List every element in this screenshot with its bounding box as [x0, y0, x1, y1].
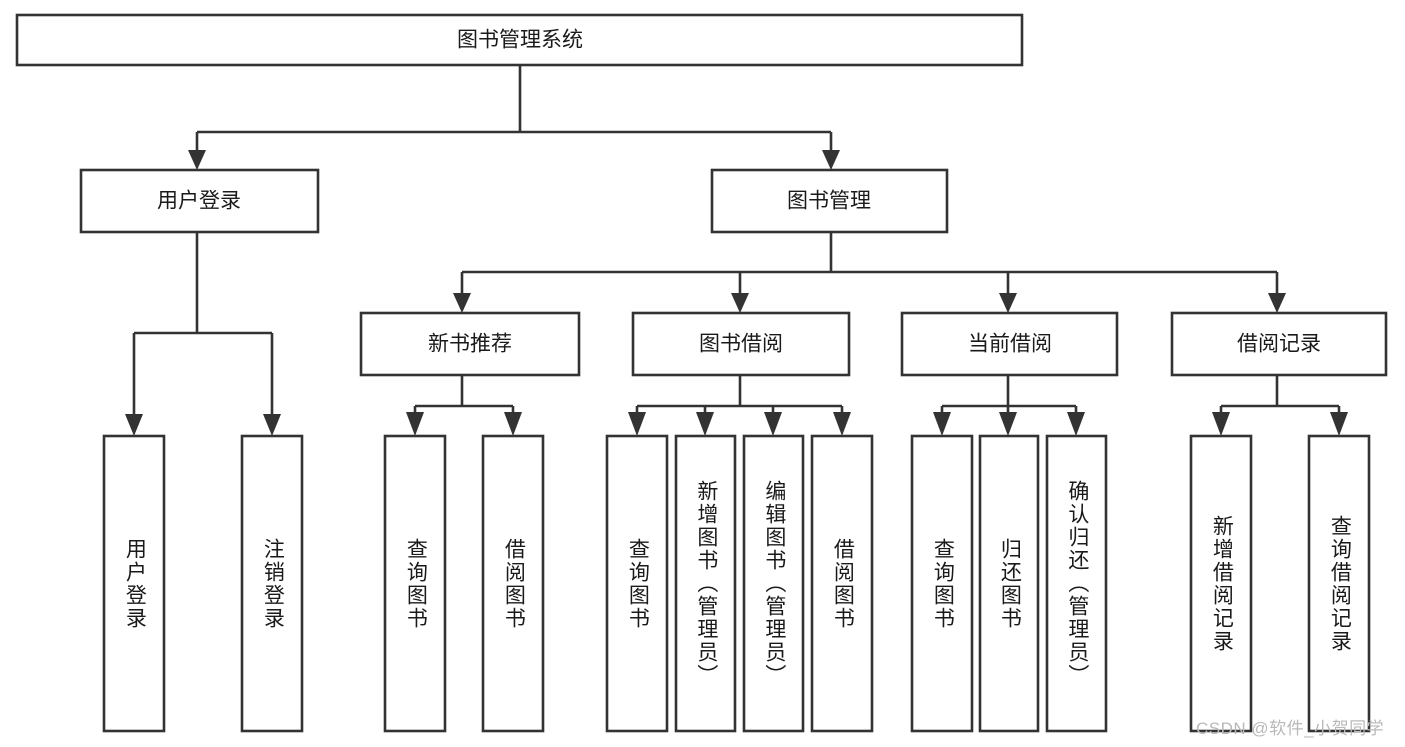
node-box-root[interactable]: [15, 13, 1024, 67]
arrow-head-book-borrow: [731, 293, 749, 313]
node-label-borrow-record: 借阅记录: [1237, 333, 1321, 356]
node-box-book-borrow[interactable]: [631, 311, 851, 377]
node-box-new-book-recommend[interactable]: [359, 311, 581, 377]
node-layer: 图书管理系统 用户登录 图书管理 新书推荐 图书借阅 当前借阅 借阅记录: [15, 13, 1388, 733]
arrow-head-leaf-user-logout: [263, 414, 281, 436]
arrow-head-leaf-borrow-book-2: [833, 412, 851, 436]
node-box-leaf-user-login[interactable]: [102, 434, 166, 733]
arrow-head-leaf-user-login: [125, 414, 143, 436]
connector-layer: [125, 65, 1348, 436]
arrow-head-book-management: [822, 150, 840, 170]
node-box-leaf-add-book[interactable]: [674, 434, 737, 733]
arrow-head-user-login: [188, 150, 206, 170]
node-box-user-login[interactable]: [79, 168, 320, 234]
arrow-head-current-borrow: [999, 293, 1017, 313]
node-box-current-borrow[interactable]: [900, 311, 1119, 377]
node-box-leaf-borrow-book-2[interactable]: [810, 434, 874, 733]
arrow-head-leaf-edit-book: [764, 412, 782, 436]
node-label-current-borrow: 当前借阅: [968, 333, 1052, 356]
node-label-book-borrow: 图书借阅: [699, 333, 783, 356]
node-box-leaf-query-book-2[interactable]: [605, 434, 669, 733]
arrow-head-leaf-return-book: [999, 412, 1017, 436]
node-box-book-management[interactable]: [710, 168, 949, 234]
arrow-head-borrow-record: [1268, 293, 1286, 313]
node-label-root: 图书管理系统: [457, 29, 583, 52]
node-label-user-login: 用户登录: [157, 190, 241, 213]
node-box-leaf-query-book-1[interactable]: [383, 434, 447, 733]
arrow-head-leaf-query-book-2: [628, 412, 646, 436]
node-box-leaf-edit-book[interactable]: [742, 434, 805, 733]
arrow-head-leaf-confirm-return: [1067, 412, 1085, 436]
node-label-new-book-recommend: 新书推荐: [428, 333, 512, 356]
arrow-head-leaf-query-book-1: [406, 412, 424, 436]
node-box-leaf-query-record[interactable]: [1307, 434, 1371, 733]
arrow-head-leaf-query-book-3: [933, 412, 951, 436]
node-box-leaf-user-logout[interactable]: [240, 434, 304, 733]
csdn-watermark: CSDN @软件_小贺同学: [1196, 719, 1385, 738]
node-box-leaf-return-book[interactable]: [978, 434, 1040, 733]
node-box-leaf-query-book-3[interactable]: [910, 434, 974, 733]
node-box-leaf-add-record[interactable]: [1189, 434, 1253, 733]
arrow-head-leaf-borrow-book-1: [504, 412, 522, 436]
node-box-leaf-confirm-return[interactable]: [1045, 434, 1108, 733]
arrow-head-new-book-recommend: [453, 293, 471, 313]
arrow-head-leaf-query-record: [1330, 412, 1348, 436]
node-box-borrow-record[interactable]: [1170, 311, 1388, 377]
arrow-head-leaf-add-book: [696, 412, 714, 436]
arrow-head-leaf-add-record: [1212, 412, 1230, 436]
node-box-leaf-borrow-book-1[interactable]: [481, 434, 545, 733]
node-label-book-management: 图书管理: [787, 190, 871, 213]
